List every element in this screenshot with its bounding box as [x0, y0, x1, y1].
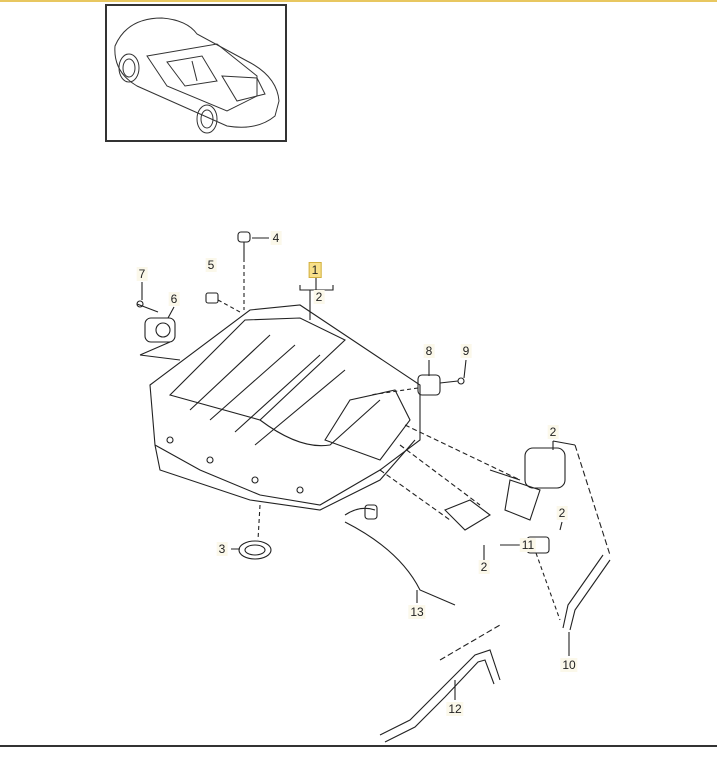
part-7-bolt-icon: [136, 300, 159, 313]
vehicle-thumbnail[interactable]: [105, 4, 287, 142]
part-10-hose-icon: [562, 444, 611, 631]
top-accent-bar: [0, 0, 717, 2]
part-3-gasket-icon: [238, 504, 272, 560]
part-4-sensor-icon: [237, 231, 251, 310]
callout-6[interactable]: 6: [168, 292, 180, 306]
callout-12[interactable]: 12: [446, 702, 464, 716]
callout-1[interactable]: 1: [308, 262, 322, 278]
intake-manifold-icon: [149, 304, 421, 511]
callout-2[interactable]: 2: [313, 290, 325, 304]
car-illustration-icon: [114, 17, 280, 134]
callout-8[interactable]: 8: [423, 344, 435, 358]
callout-2[interactable]: 2: [478, 560, 490, 574]
callout-3[interactable]: 3: [216, 542, 228, 556]
callout-7[interactable]: 7: [136, 267, 148, 281]
callout-10[interactable]: 10: [560, 658, 578, 672]
callout-2[interactable]: 2: [547, 425, 559, 439]
part-12-pipe-icon: [379, 624, 501, 743]
callout-11[interactable]: 11: [519, 538, 537, 552]
part-2-throttle-icon: [444, 447, 566, 531]
callout-13[interactable]: 13: [408, 605, 426, 619]
part-13-hose-icon: [344, 504, 456, 606]
bottom-divider: [0, 745, 717, 757]
callout-5[interactable]: 5: [205, 258, 217, 272]
part-8-actuator-icon: [369, 374, 465, 396]
callout-2[interactable]: 2: [556, 506, 568, 520]
callout-9[interactable]: 9: [460, 344, 472, 358]
part-5-cap-icon: [205, 292, 241, 313]
part-6-valve-icon: [139, 317, 181, 361]
callout-4[interactable]: 4: [270, 231, 282, 245]
